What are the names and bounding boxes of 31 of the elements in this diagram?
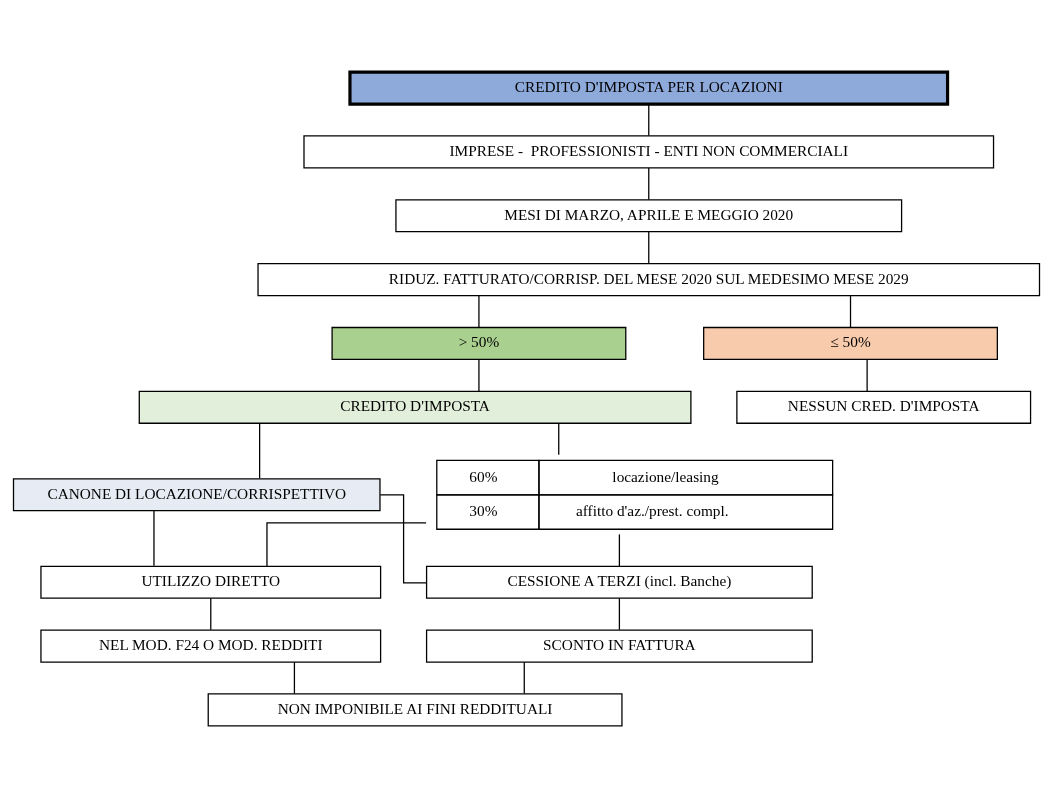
connector [210,597,212,630]
node-box: CESSIONE A TERZI (incl. Banche) [425,565,813,599]
node-box: ≤ 50% [703,326,998,360]
connector [293,661,296,694]
node-box: IMPRESE - PROFESSIONISTI - ENTI NON COMMERCIALI [303,134,995,168]
node-box: RIDUZ. FATTURATO/CORRISP. DEL MESE 2020 SUL MEDESIMO MESE 2029 [257,262,1041,296]
node-box: UTILIZZO DIRETTO [40,565,382,599]
node-box: > 50% [331,326,627,360]
connector [618,533,621,567]
connector [478,294,480,328]
connector [648,103,650,136]
connector [259,422,261,479]
connector [478,358,480,392]
connector [558,422,560,455]
connector [523,661,525,694]
connector [266,521,427,567]
connector [379,493,427,583]
connector [648,230,650,264]
node-box: CREDITO D'IMPOSTA [138,390,692,424]
node-box: SCONTO IN FATTURA [425,629,813,663]
node-box: NESSUN CRED. D'IMPOSTA [736,390,1032,424]
connector [648,166,650,200]
connector [866,358,868,392]
connector [153,509,155,566]
node-box: CREDITO D'IMPOSTA PER LOCAZIONI [348,70,950,106]
node-box: NEL MOD. F24 O MOD. REDDITI [40,629,382,663]
connector [849,294,852,328]
node-box: CANONE DI LOCAZIONE/CORRISPETTIVO [12,477,381,511]
connector [618,597,621,630]
node-box: MESI DI MARZO, APRILE E MEGGIO 2020 [395,198,903,232]
node-box: NON IMPONIBILE AI FINI REDDITUALI [207,692,623,727]
